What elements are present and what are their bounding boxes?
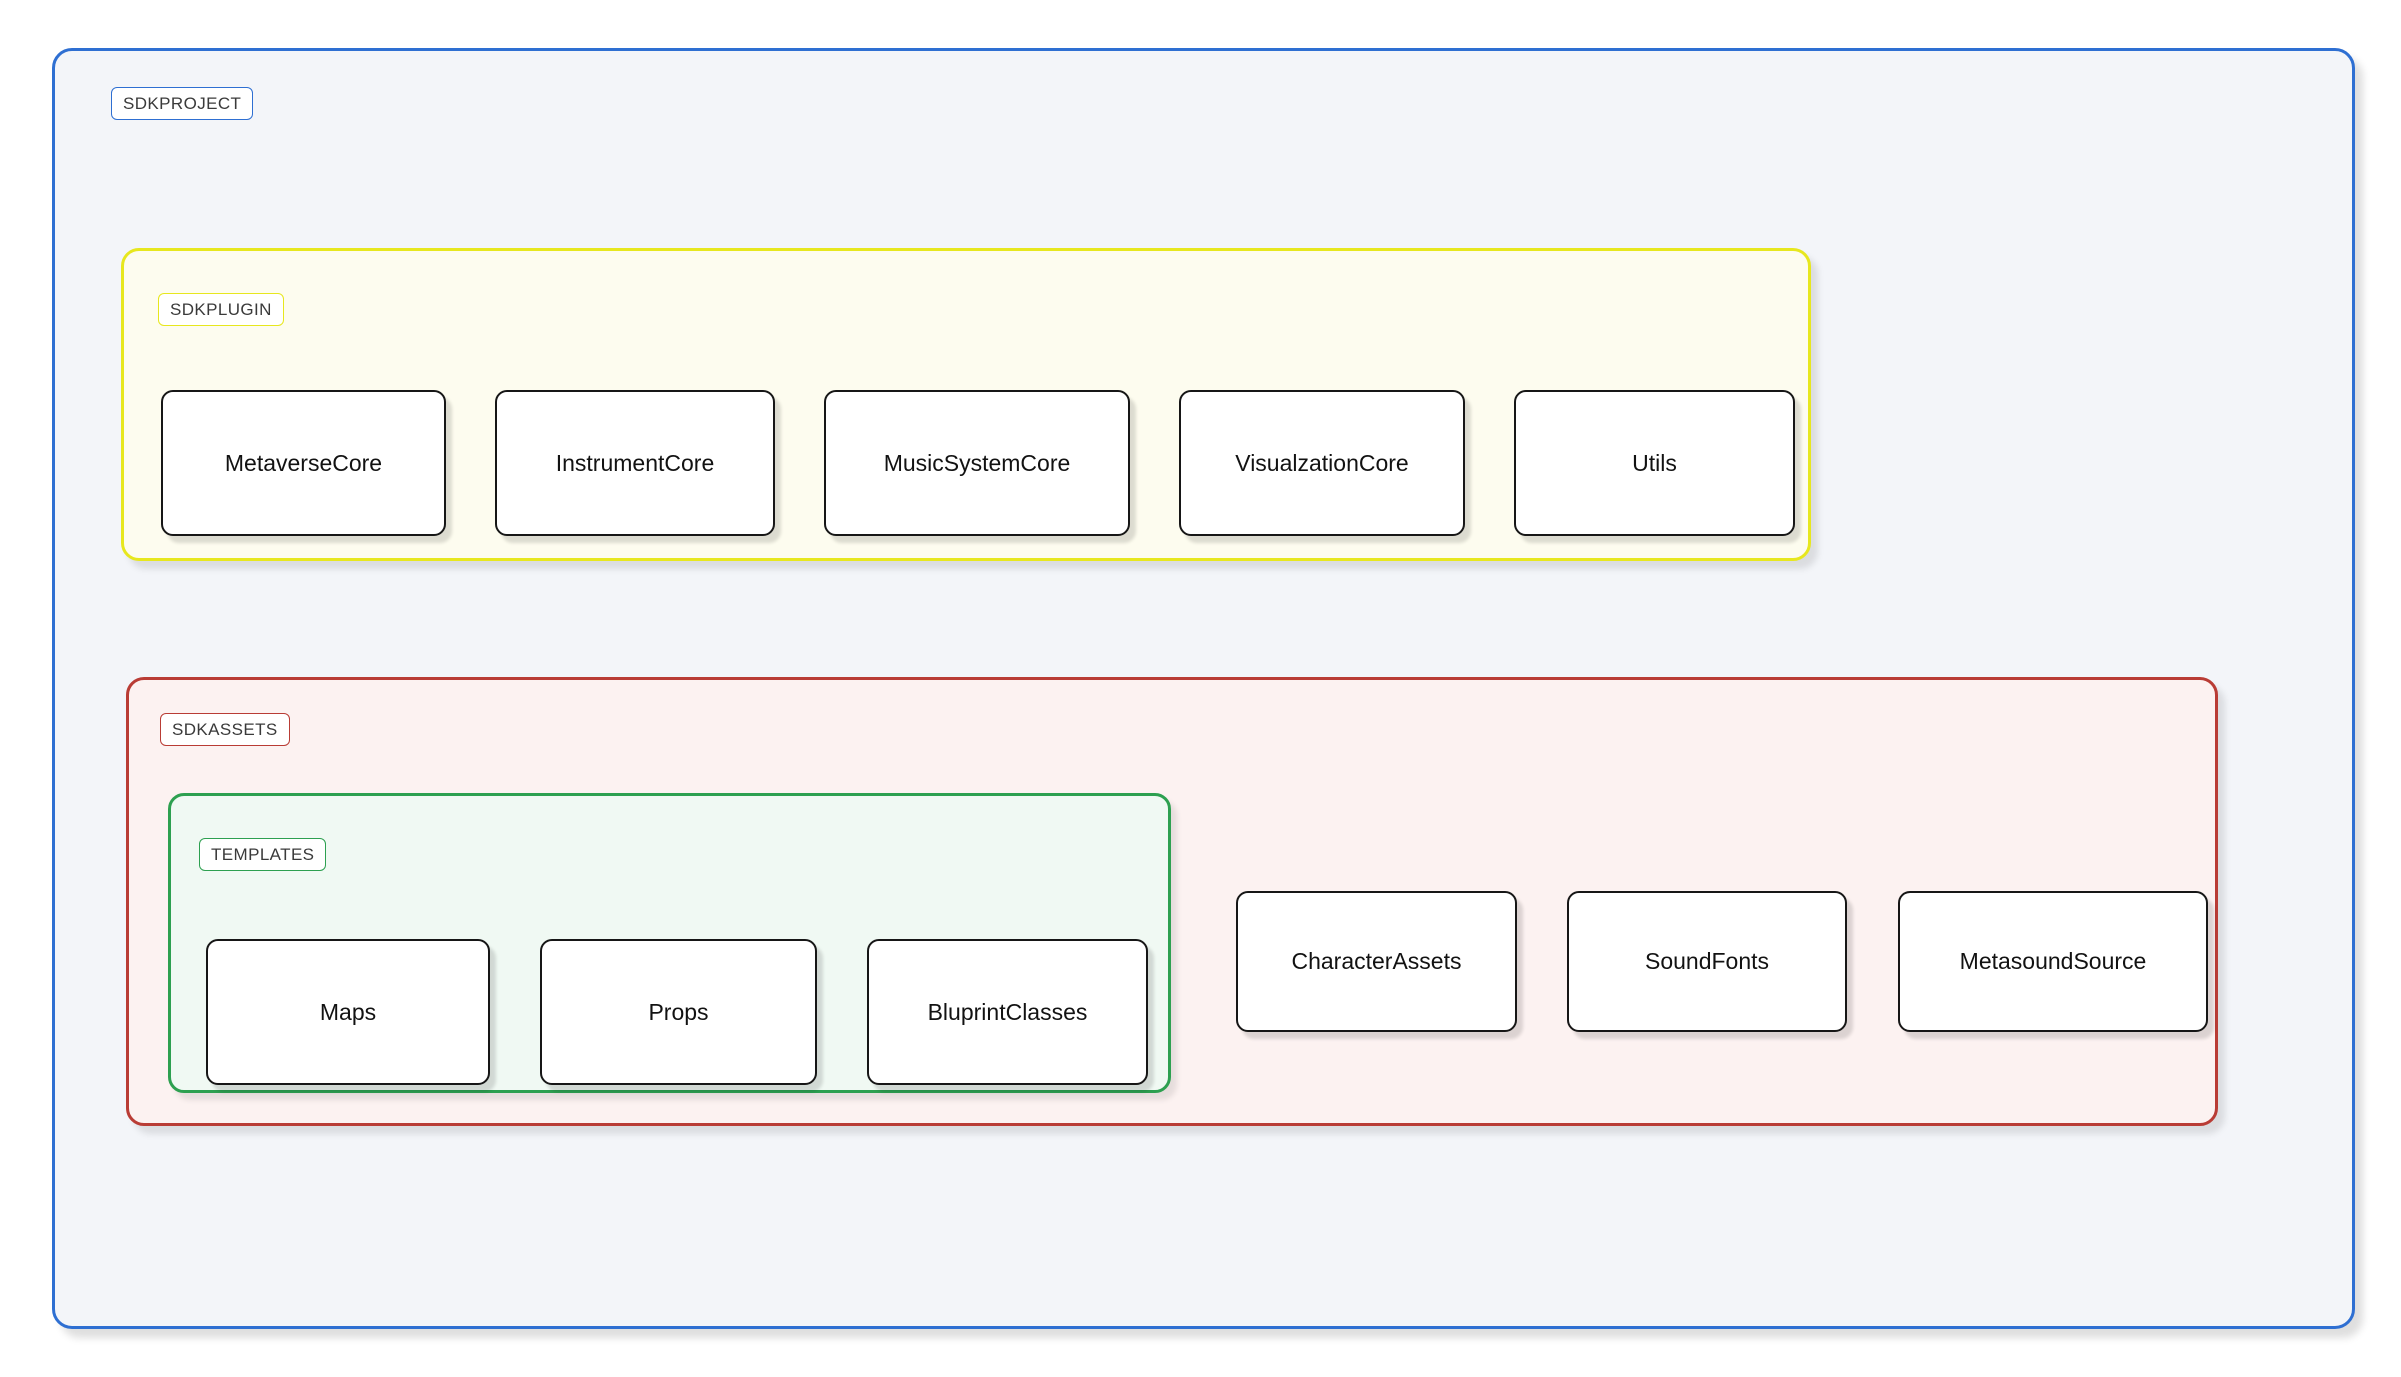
group-label-sdkproject: SDKPROJECT <box>111 87 254 120</box>
group-templates: TEMPLATES Maps Props BluprintClasses <box>168 793 1171 1093</box>
group-label-templates: TEMPLATES <box>199 838 327 871</box>
node-instrumentcore: InstrumentCore <box>495 390 775 536</box>
node-bluprintclasses: BluprintClasses <box>867 939 1148 1085</box>
group-sdkproject: SDKPROJECT SDKPLUGIN MetaverseCore Instr… <box>52 48 2355 1329</box>
node-utils: Utils <box>1514 390 1795 536</box>
group-sdkassets: SDKASSETS TEMPLATES Maps Props BluprintC… <box>126 677 2218 1126</box>
templates-node-row: Maps Props BluprintClasses <box>206 939 1148 1085</box>
node-soundfonts: SoundFonts <box>1567 891 1847 1032</box>
plugin-node-row: MetaverseCore InstrumentCore MusicSystem… <box>161 390 1795 536</box>
group-label-sdkassets: SDKASSETS <box>160 713 290 746</box>
node-musicsystemcore: MusicSystemCore <box>824 390 1130 536</box>
group-sdkplugin: SDKPLUGIN MetaverseCore InstrumentCore M… <box>121 248 1811 561</box>
node-props: Props <box>540 939 817 1085</box>
node-visualzationcore: VisualzationCore <box>1179 390 1465 536</box>
node-maps: Maps <box>206 939 490 1085</box>
node-metasoundsource: MetasoundSource <box>1898 891 2208 1032</box>
group-label-sdkplugin: SDKPLUGIN <box>158 293 284 326</box>
node-metaversecore: MetaverseCore <box>161 390 446 536</box>
node-characterassets: CharacterAssets <box>1236 891 1517 1032</box>
